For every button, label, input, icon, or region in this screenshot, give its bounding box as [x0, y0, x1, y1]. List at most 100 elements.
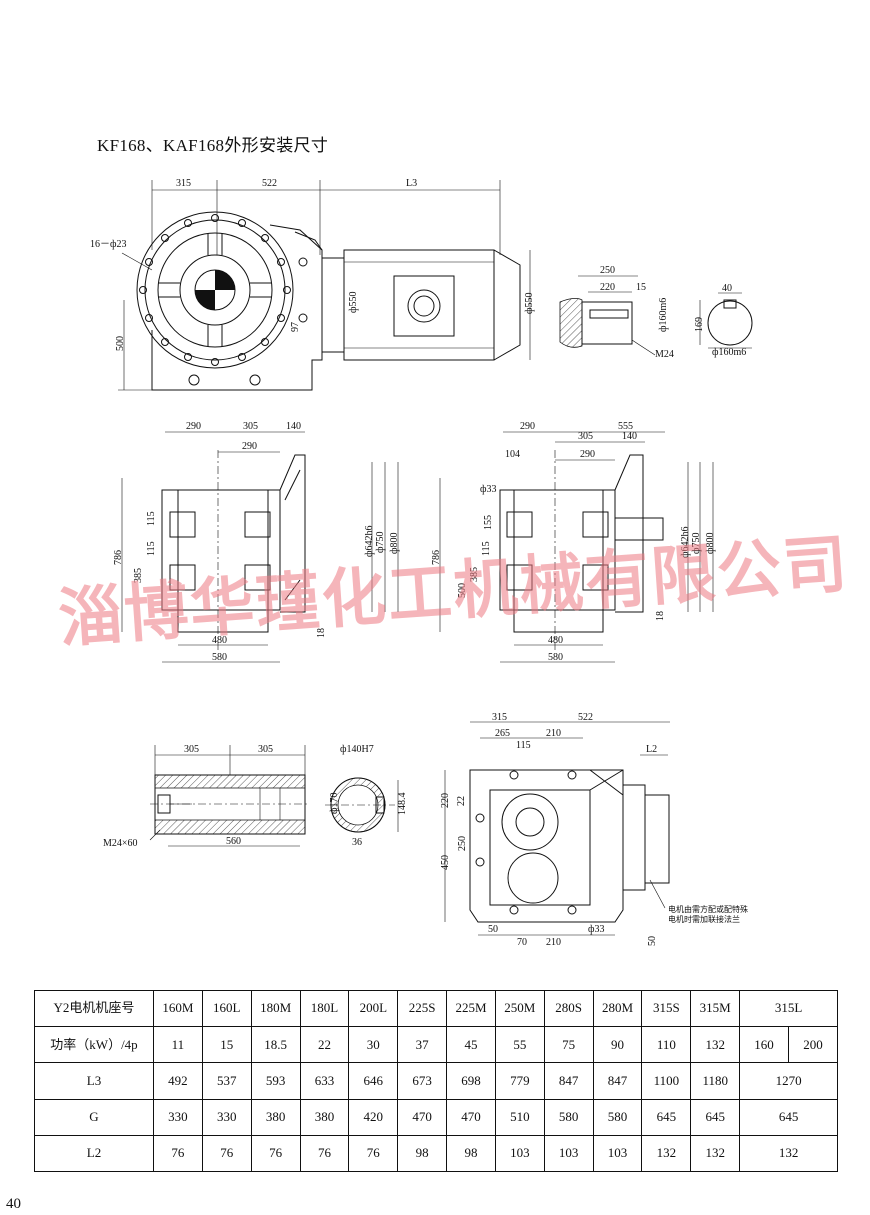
table-cell: 225M — [446, 989, 496, 1028]
table-cell: 847 — [592, 1062, 643, 1100]
row-label: L3 — [34, 1062, 154, 1100]
dim-phi33: ф33 — [480, 484, 496, 495]
dim-290: 290 — [186, 421, 201, 432]
table-row: Y2电机机座号 160M 160L 180M 180L 200L 225S 22… — [34, 989, 838, 1028]
dim-169: 169 — [694, 317, 705, 332]
dim-115b: 115 — [146, 541, 157, 556]
dim-500: 500 — [457, 583, 468, 598]
table-cell: 645 — [739, 1098, 838, 1136]
table-cell: 76 — [250, 1134, 301, 1173]
side-view-left: 290 305 140 290 786 385 115 115 ф642h6 ф… — [113, 421, 400, 663]
dim-phi642: ф642h6 — [364, 526, 375, 557]
table-cell: 280S — [543, 989, 594, 1028]
dim-480: 480 — [212, 635, 227, 646]
technical-drawing: 315 522 L3 — [90, 178, 753, 948]
dim-480: 480 — [548, 635, 563, 646]
table-cell: 160 — [739, 1026, 789, 1064]
dim-555: 555 — [618, 421, 633, 432]
table-cell: 380 — [250, 1098, 301, 1136]
dim-148: 148.4 — [397, 793, 408, 816]
foot-view: 315 522 265 210 115 L2 220 22 250 450 50… — [440, 712, 748, 948]
dim-phi550-inner: ф550 — [348, 292, 359, 313]
table-cell: 537 — [201, 1062, 252, 1100]
table-cell: 76 — [201, 1134, 252, 1173]
dim-40: 40 — [722, 283, 732, 294]
table-cell: 633 — [299, 1062, 350, 1100]
table-cell: 645 — [690, 1098, 741, 1136]
table-cell: 470 — [446, 1098, 496, 1136]
table-cell: 132 — [690, 1026, 741, 1064]
dim-phi160m6-b: ф160m6 — [712, 347, 746, 358]
table-cell: 1100 — [641, 1062, 692, 1100]
dim-265: 265 — [495, 728, 510, 739]
dim-786: 786 — [431, 550, 442, 565]
dim-250: 250 — [457, 836, 468, 851]
dim-L2: L2 — [646, 744, 657, 755]
dim-305: 305 — [243, 421, 258, 432]
dim-560: 560 — [226, 836, 241, 847]
table-cell: 593 — [250, 1062, 301, 1100]
dim-220: 220 — [440, 793, 451, 808]
table-cell: 180M — [250, 989, 301, 1028]
dim-22: 22 — [456, 796, 467, 806]
table-cell: 492 — [153, 1062, 203, 1100]
table-cell: 225S — [397, 989, 448, 1028]
table-cell: 103 — [543, 1134, 594, 1173]
dim-L3: L3 — [406, 178, 417, 189]
dim-104: 104 — [505, 449, 520, 460]
dim-500: 500 — [115, 336, 126, 351]
table-cell: 510 — [494, 1098, 545, 1136]
dim-97: 97 — [290, 322, 301, 332]
dim-290b: 290 — [242, 441, 257, 452]
dim-phi750: ф750 — [375, 532, 386, 553]
dim-385: 385 — [469, 567, 480, 582]
dim-50b: 50 — [647, 936, 658, 946]
table-cell: 698 — [446, 1062, 496, 1100]
table-cell: 160M — [153, 989, 203, 1028]
table-cell: 673 — [397, 1062, 448, 1100]
dim-786: 786 — [113, 550, 124, 565]
dim-315: 315 — [176, 178, 191, 189]
dim-phi140H7: ф140H7 — [340, 744, 374, 755]
dim-210: 210 — [546, 728, 561, 739]
dim-522: 522 — [578, 712, 593, 723]
dim-290: 290 — [520, 421, 535, 432]
dim-15: 15 — [636, 282, 646, 293]
dim-385: 385 — [133, 568, 144, 583]
table-cell: 75 — [543, 1026, 594, 1064]
dim-250: 250 — [600, 265, 615, 276]
table-cell: 103 — [592, 1134, 643, 1173]
table-cell: 315S — [641, 989, 692, 1028]
dim-holes: 16－ф23 — [90, 239, 126, 250]
table-cell: 180L — [299, 989, 350, 1028]
table-cell: 11 — [153, 1026, 203, 1064]
row-label: L2 — [34, 1134, 154, 1173]
row-label: 功率（kW）/4p — [34, 1026, 154, 1064]
dim-50: 50 — [488, 924, 498, 935]
dim-M24: M24 — [655, 349, 674, 360]
table-cell: 132 — [739, 1134, 838, 1173]
dim-305: 305 — [578, 431, 593, 442]
table-cell: 200 — [787, 1026, 839, 1064]
table-cell: 132 — [690, 1134, 741, 1173]
table-cell: 315L — [739, 989, 838, 1028]
table-cell: 580 — [543, 1098, 594, 1136]
table-cell: 132 — [641, 1134, 692, 1173]
table-cell: 315M — [690, 989, 741, 1028]
dim-220: 220 — [600, 282, 615, 293]
table-cell: 15 — [201, 1026, 252, 1064]
table-cell: 76 — [299, 1134, 350, 1173]
table-cell: 420 — [348, 1098, 399, 1136]
dim-phi33: ф33 — [588, 924, 604, 935]
table-cell: 847 — [543, 1062, 594, 1100]
dim-580: 580 — [212, 652, 227, 663]
dim-70: 70 — [517, 937, 527, 948]
dim-phi800: ф800 — [389, 533, 400, 554]
row-label: Y2电机机座号 — [34, 989, 154, 1028]
dim-M24x60: M24×60 — [103, 838, 138, 849]
table-cell: 55 — [494, 1026, 545, 1064]
table-cell: 160L — [201, 989, 252, 1028]
top-view: 315 522 L3 — [90, 178, 535, 391]
table-cell: 90 — [592, 1026, 643, 1064]
dim-phi800: ф800 — [705, 533, 716, 554]
